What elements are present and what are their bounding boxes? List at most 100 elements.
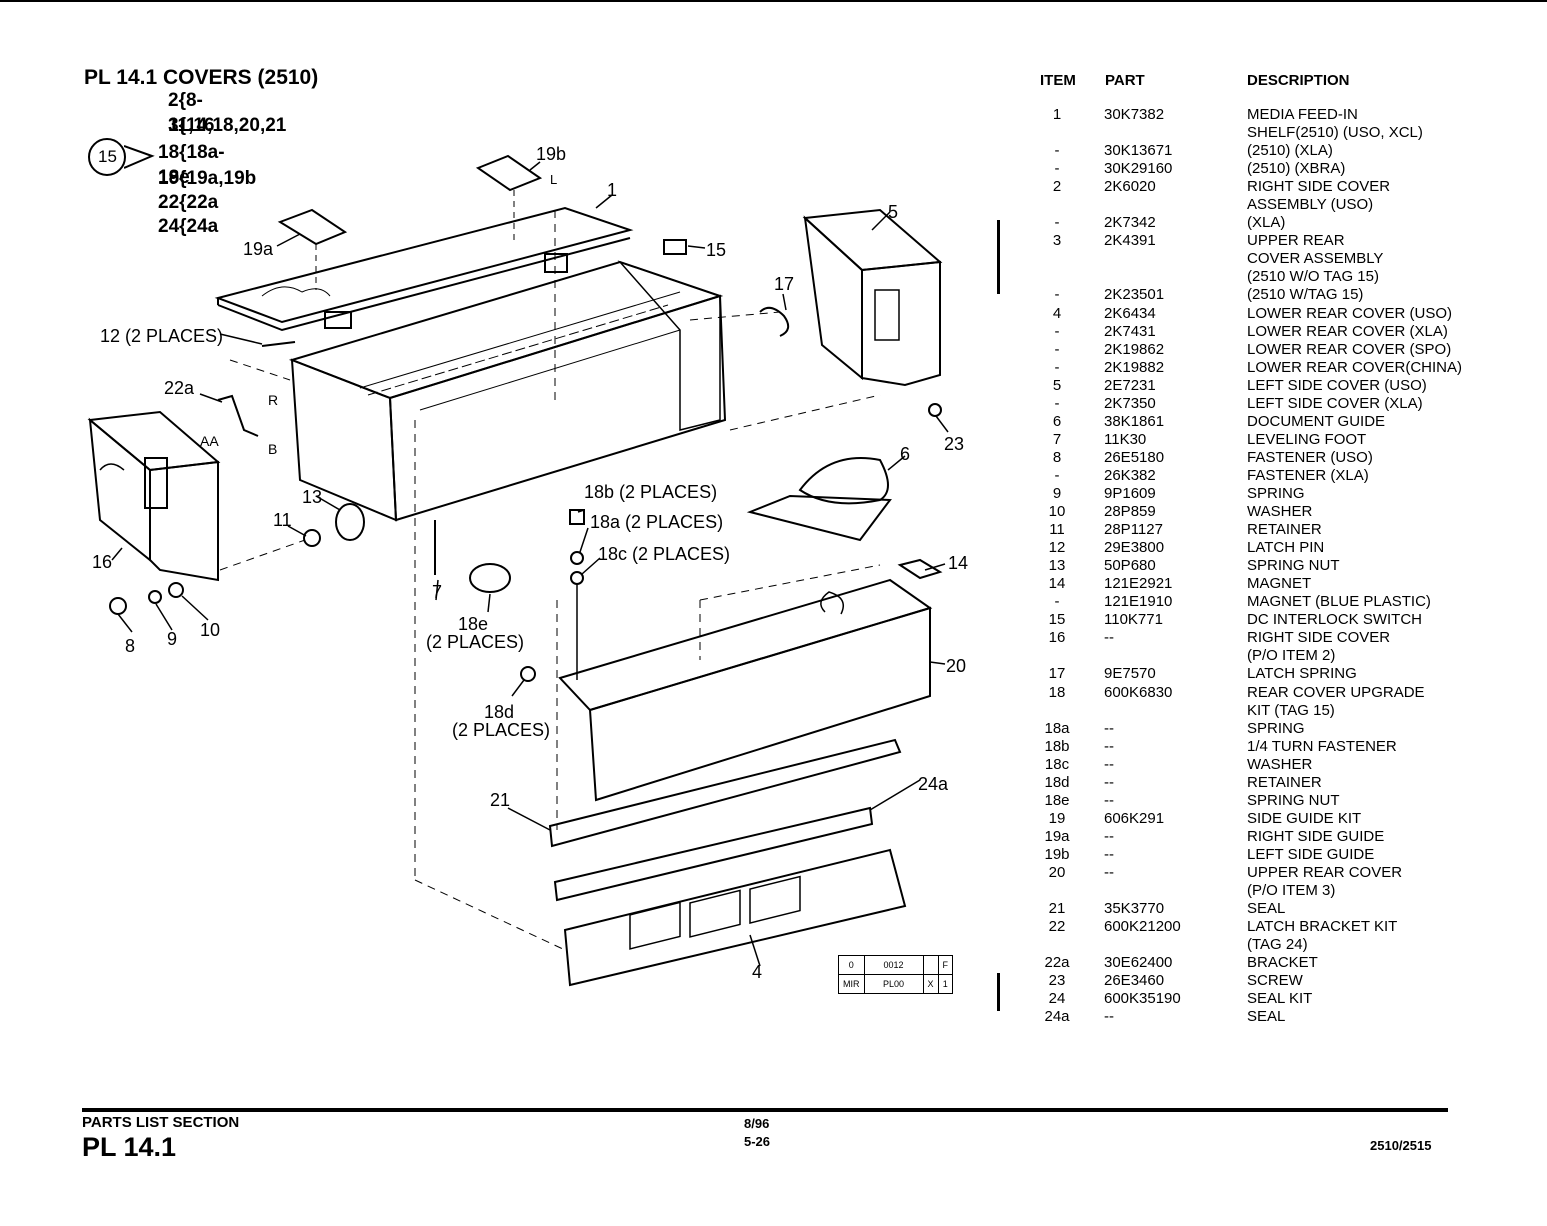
description-cell: DOCUMENT GUIDE: [1247, 412, 1386, 430]
item-cell: 3: [1052, 232, 1062, 250]
callout-aa: AA: [200, 433, 219, 449]
callout-7: 7: [432, 582, 442, 602]
item-cell: 23: [1048, 972, 1066, 990]
item-cell: -: [1054, 340, 1060, 358]
callout-5: 5: [888, 202, 898, 222]
description-cell: LOWER REAR COVER (USO): [1247, 304, 1453, 322]
item-cell: -: [1054, 142, 1060, 160]
kit-row: 22{22a: [158, 192, 219, 213]
callout-b: B: [268, 441, 277, 457]
item-cell: 18a: [1044, 719, 1070, 737]
description-cell: (XLA): [1247, 214, 1286, 232]
callout-11: 11: [273, 510, 292, 530]
item-cell: 18c: [1044, 755, 1070, 773]
item-cell: 2: [1052, 178, 1062, 196]
part-number-cell: 30E62400: [1104, 954, 1173, 972]
description-cell: WASHER: [1247, 755, 1313, 773]
part-21-seal: [548, 738, 902, 848]
part-number-cell: 38K1861: [1104, 412, 1165, 430]
item-cell: 17: [1048, 665, 1066, 683]
item-cell: -: [1054, 466, 1060, 484]
item-cell: 1: [1052, 106, 1062, 123]
description-cell: LATCH SPRING: [1247, 665, 1357, 683]
callout-10: 10: [200, 620, 220, 640]
part-number-cell: 35K3770: [1104, 900, 1165, 918]
page-title: PL 14.1 COVERS (2510): [84, 66, 319, 89]
part-14-magnet: [897, 558, 943, 580]
callout-14: 14: [948, 553, 968, 573]
item-cell: [1030, 250, 1084, 268]
part-number-cell: 2K6020: [1104, 178, 1156, 196]
item-cell: [1030, 647, 1084, 665]
description-cell: RIGHT SIDE COVER: [1247, 178, 1391, 196]
item-cell: -: [1054, 286, 1060, 304]
part-13-spring-nut: [335, 503, 365, 541]
description-cell: SCREW: [1247, 972, 1303, 990]
description-cell: UPPER REAR: [1247, 232, 1345, 250]
callout-r: R: [268, 392, 278, 408]
part-number-cell: 2K4391: [1104, 232, 1156, 250]
table-row: (2510 W/O TAG 15): [1030, 268, 1497, 286]
item-cell: 14: [1048, 575, 1066, 593]
item-cell: 11: [1049, 521, 1065, 539]
description-cell: ASSEMBLY (USO): [1247, 196, 1374, 214]
description-cell: SPRING: [1247, 484, 1305, 502]
item-cell: 19a: [1044, 827, 1070, 845]
table-row: -2K7342(XLA): [1030, 214, 1497, 232]
column-header-description: DESCRIPTION: [1247, 72, 1350, 89]
part-number-cell: --: [1104, 773, 1114, 791]
part-number-cell: [1084, 702, 1229, 720]
callout-15: 15: [706, 240, 726, 260]
description-cell: KIT (TAG 15): [1247, 701, 1335, 719]
description-cell: MAGNET (BLUE PLASTIC): [1247, 593, 1431, 611]
callout-6: 6: [900, 444, 910, 464]
part-number-cell: [1084, 882, 1229, 900]
part-24a-seal: [553, 806, 874, 902]
description-cell: LOWER REAR COVER(CHINA): [1247, 358, 1463, 376]
table-row: 24a--SEAL: [1030, 1008, 1497, 1026]
table-row: KIT (TAG 15): [1030, 702, 1497, 720]
part-19a-right-side-guide: [277, 208, 348, 290]
part-11-retainer: [303, 529, 321, 547]
callout-18d-places: (2 PLACES): [452, 720, 550, 740]
callout-19b: 19b: [536, 144, 566, 164]
description-cell: (TAG 24): [1247, 936, 1308, 954]
description-cell: DC INTERLOCK SWITCH: [1247, 611, 1423, 629]
item-cell: 12: [1048, 539, 1066, 557]
footer-section: PARTS LIST SECTION: [82, 1114, 240, 1131]
part-18d-retainer: [520, 666, 536, 682]
description-cell: SHELF(2510) (USO, XCL): [1247, 124, 1423, 142]
table-row: 18d--RETAINER: [1030, 774, 1497, 792]
table-row: 3 2K4391 UPPER REAR: [1030, 232, 1497, 250]
part-5-left-side-cover: [802, 208, 943, 387]
callout-18e: 18e: [458, 614, 488, 634]
description-cell: SIDE GUIDE KIT: [1247, 809, 1362, 827]
item-cell: 20: [1048, 863, 1066, 881]
table-row: -2K23501(2510 W/TAG 15): [1030, 286, 1497, 304]
tag-number: 15: [98, 147, 117, 166]
item-cell: -: [1054, 394, 1060, 412]
part-number-cell: 9P1609: [1104, 484, 1156, 502]
part-number-cell: [1084, 196, 1229, 214]
part-number-cell: 30K29160: [1104, 160, 1173, 178]
part-number-cell: 110K771: [1104, 611, 1163, 629]
item-cell: [1030, 268, 1084, 286]
item-cell: [1030, 702, 1084, 720]
table-row: ASSEMBLY (USO): [1030, 196, 1497, 214]
part-number-cell: [1084, 936, 1229, 954]
description-cell: (P/O ITEM 2): [1247, 647, 1336, 665]
